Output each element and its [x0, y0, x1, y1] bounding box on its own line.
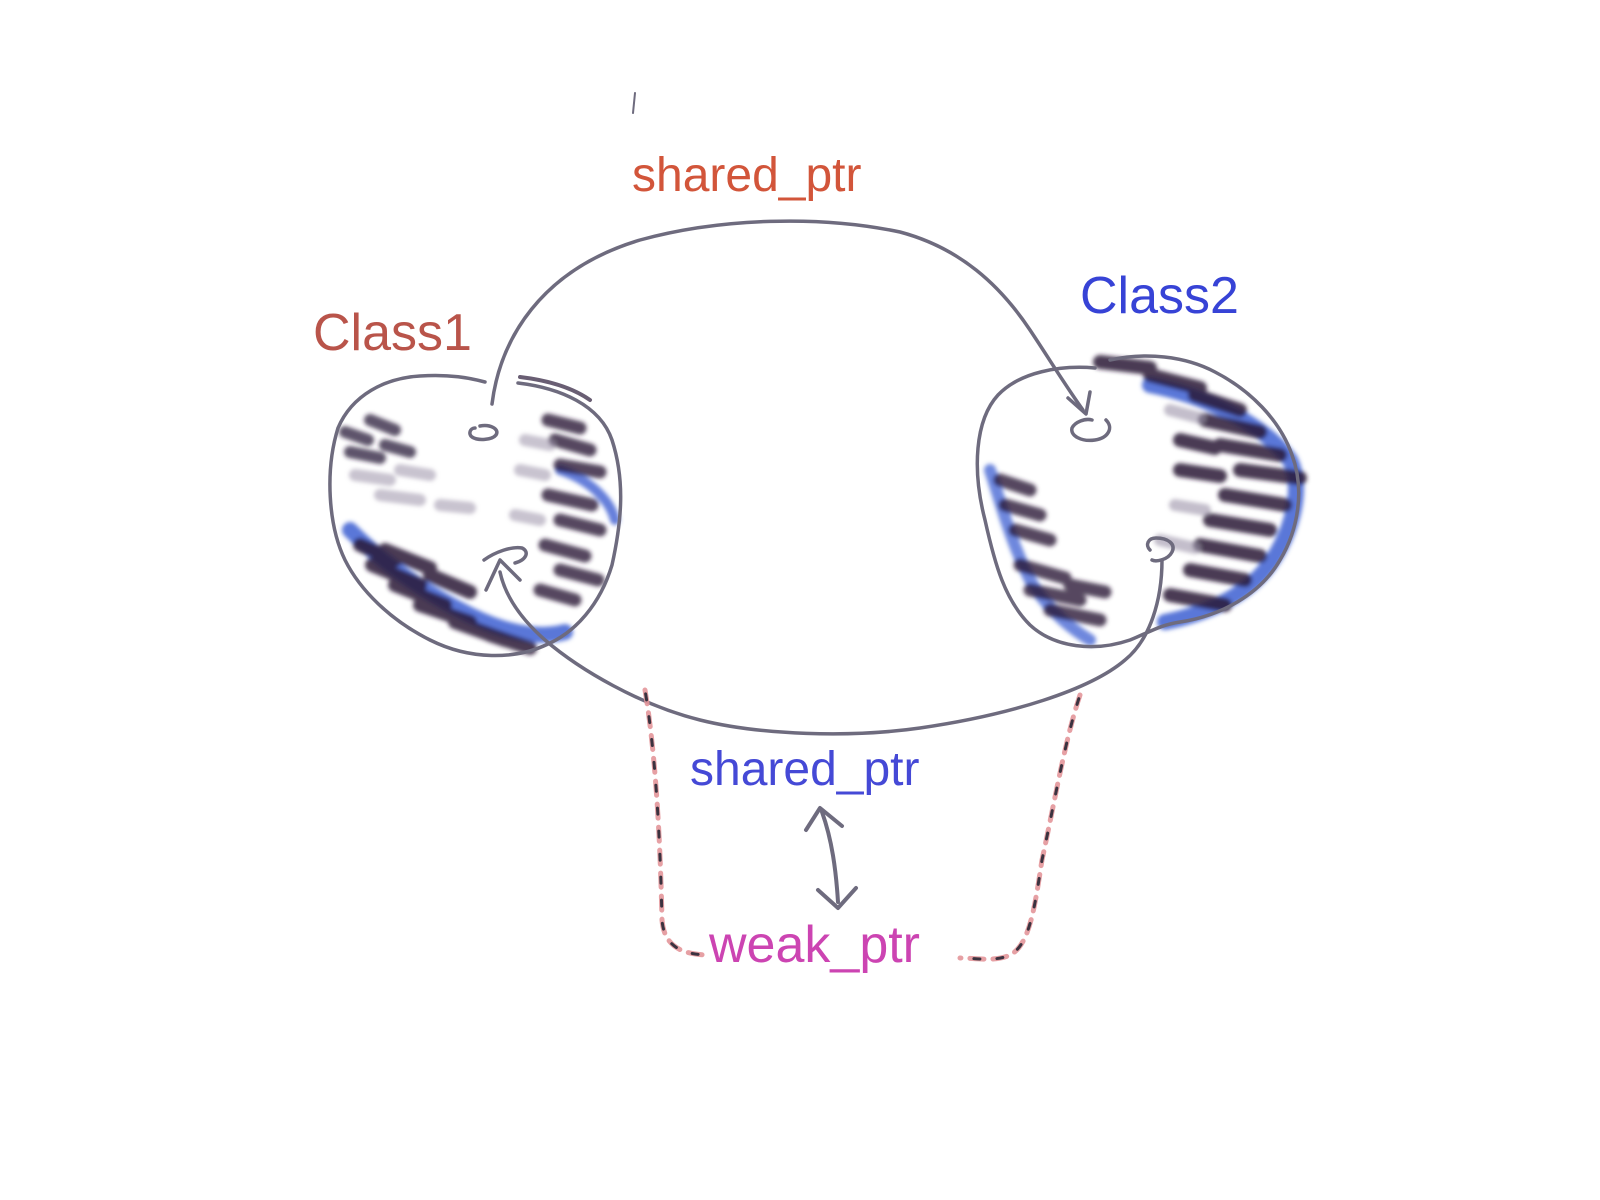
bottom-shared-ptr-label: shared_ptr	[690, 743, 920, 796]
class2-outline	[975, 354, 1301, 649]
top-shared-ptr-label: shared_ptr	[632, 149, 862, 202]
class1-outline	[328, 373, 623, 658]
class1-blob	[328, 373, 623, 658]
stray-pen-mark	[632, 92, 636, 114]
weak-ptr-label: weak_ptr	[709, 916, 920, 974]
class2-shading	[984, 355, 1307, 646]
class1-shading	[339, 413, 620, 655]
class2-node-top	[1070, 417, 1112, 443]
class1-node-bottom	[482, 545, 528, 565]
top-shared-arrow	[490, 219, 1092, 416]
conversion-double-arrow	[804, 806, 858, 910]
bottom-shared-arrow	[484, 558, 1164, 736]
class1-node-top	[468, 423, 499, 442]
class2-blob	[975, 354, 1307, 649]
class2-label: Class2	[1080, 267, 1239, 325]
class1-label: Class1	[313, 304, 472, 362]
weak-ptr-bracket	[642, 687, 1083, 962]
